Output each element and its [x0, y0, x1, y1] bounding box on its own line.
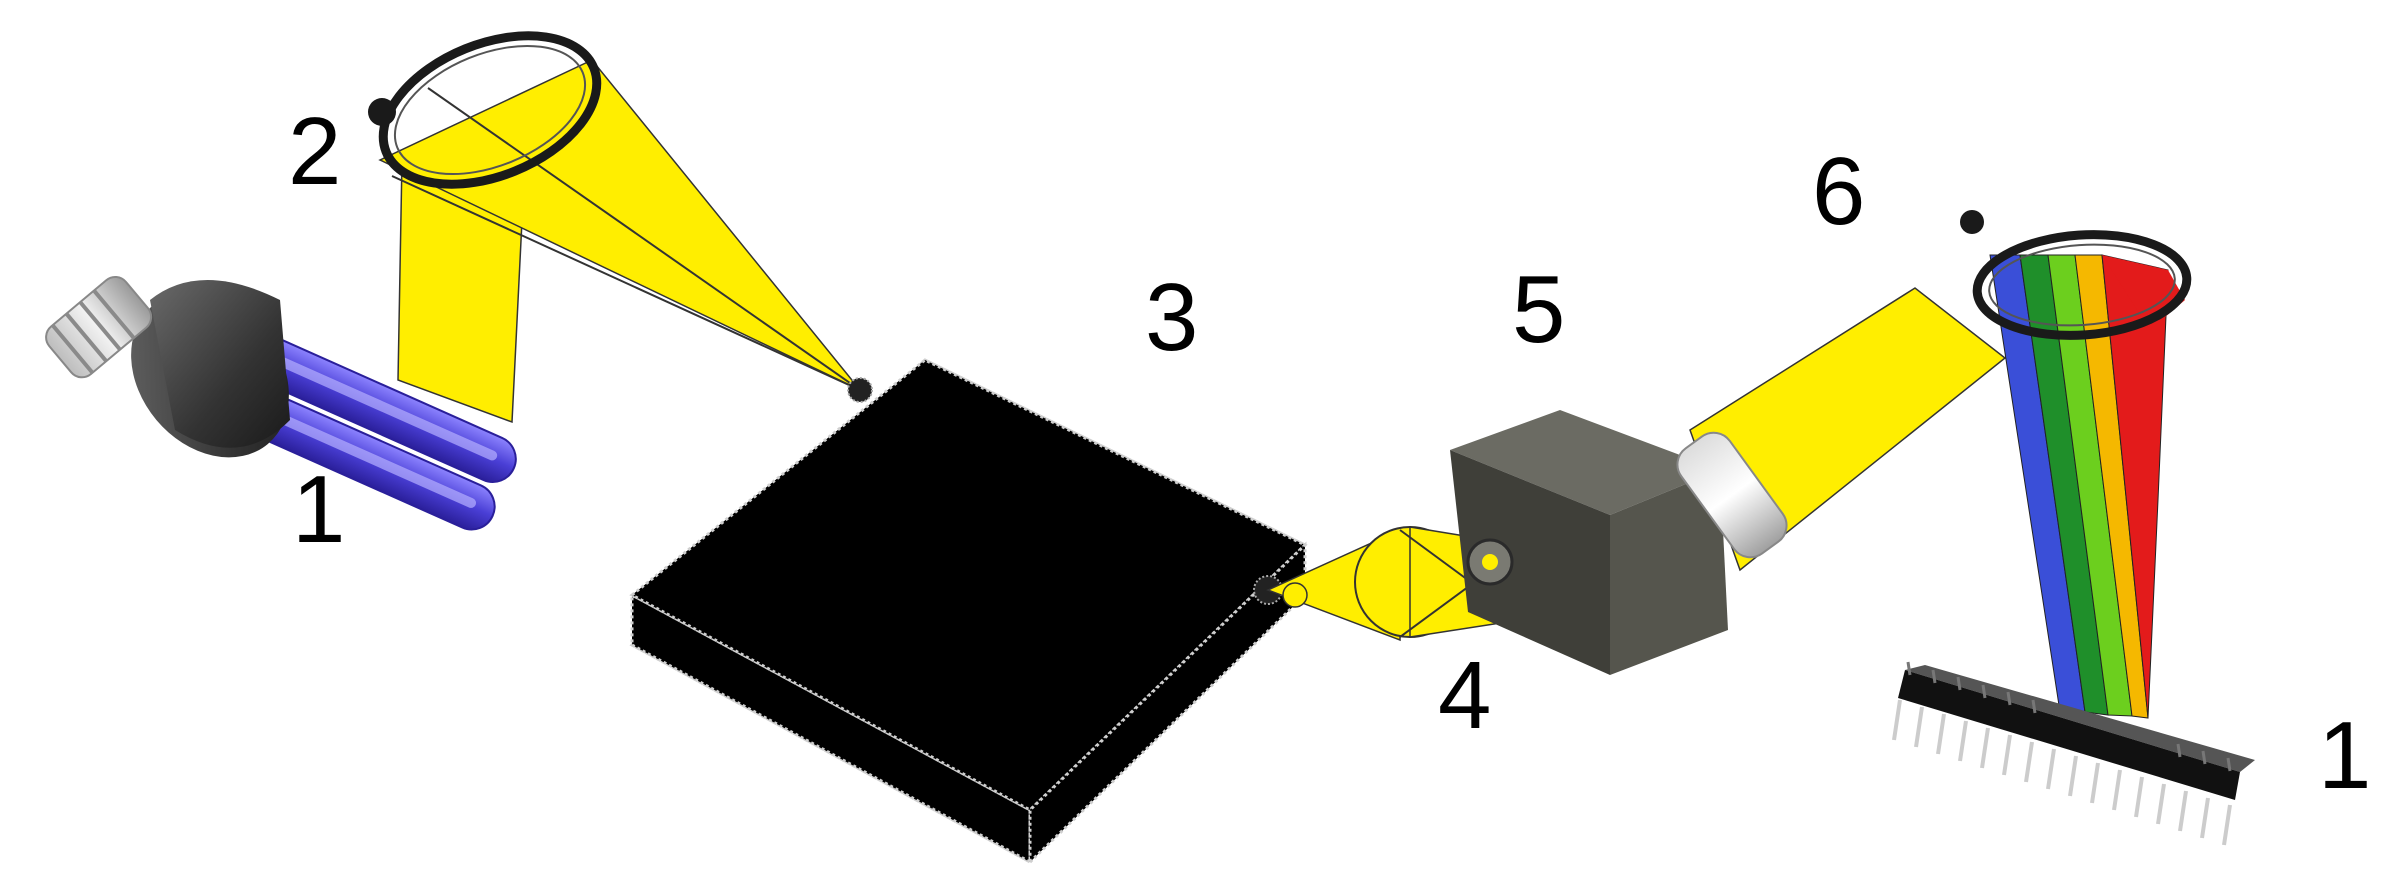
- light-beam-prism-to-lens: [1676, 287, 2007, 572]
- uv-lamp-icon: [45, 275, 517, 531]
- label-detector-array: 1: [2318, 702, 2372, 809]
- label-lens-2: 4: [1438, 642, 1492, 749]
- light-beam-lamp-to-lens: [378, 59, 861, 424]
- sample-box-icon: [629, 358, 1308, 866]
- detector-chip-icon: [1892, 661, 2255, 846]
- lens-icon-6: [1960, 210, 2192, 340]
- label-dispersive-element: 5: [1512, 256, 1566, 363]
- label-sample-box: 3: [1145, 264, 1199, 371]
- spectrum-fan: [1989, 254, 2185, 719]
- label-lens-1: 2: [288, 98, 342, 205]
- label-uv-lamp: 1: [292, 456, 346, 563]
- label-lens-3: 6: [1812, 138, 1866, 245]
- lens-icon-2: [368, 31, 602, 189]
- prism-block-icon: [1450, 410, 1728, 675]
